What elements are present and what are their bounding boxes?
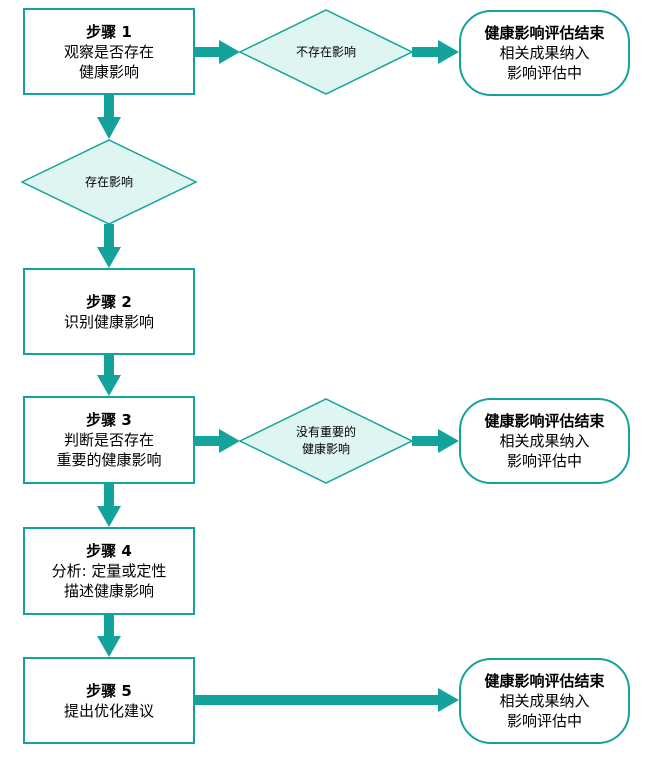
step-5-title: 步骤 5	[86, 681, 132, 700]
arrow-step4-to-step5	[97, 615, 121, 657]
step-1-line-1: 观察是否存在	[63, 42, 154, 61]
decision-no-significant-line-1: 没有重要的	[295, 425, 356, 439]
step-4-title: 步骤 4	[86, 542, 132, 560]
decision-no-significant-label: 没有重要的 健康影响	[256, 419, 396, 463]
step-3-title: 步骤 3	[86, 411, 132, 429]
decision-no-impact-label: 不存在影响	[256, 32, 396, 72]
end-box-3: 健康影响评估结束 相关成果纳入 影响评估中	[459, 658, 630, 744]
decision-diamond-has-impact	[20, 139, 198, 225]
step-4-line-1: 分析: 定量或定性	[51, 562, 167, 580]
step-3-box: 步骤 3 判断是否存在 重要的健康影响	[23, 396, 195, 484]
decision-has-impact-label: 存在影响	[39, 162, 179, 202]
end-3-line-1: 相关成果纳入	[499, 692, 590, 710]
decision-no-impact-line-1: 不存在影响	[295, 44, 356, 59]
end-1-line-2: 影响评估中	[506, 64, 582, 82]
step-4-line-2: 描述健康影响	[63, 582, 154, 600]
arrow-step1-to-has-impact	[97, 95, 121, 139]
step-5-box: 步骤 5 提出优化建议	[23, 657, 195, 744]
step-4-box: 步骤 4 分析: 定量或定性 描述健康影响	[23, 527, 195, 615]
end-2-line-1: 相关成果纳入	[499, 432, 590, 450]
decision-has-impact-line-1: 存在影响	[84, 174, 133, 189]
end-3-line-2: 影响评估中	[506, 712, 582, 730]
arrow-no-significant-to-end2	[412, 429, 459, 453]
arrow-step2-to-step3	[97, 355, 121, 396]
arrow-step5-to-end3	[195, 688, 459, 712]
arrow-step3-to-step4	[97, 484, 121, 527]
step-1-box: 步骤 1 观察是否存在 健康影响	[23, 8, 195, 95]
decision-no-significant-line-2: 健康影响	[301, 442, 350, 456]
step-2-line-1: 识别健康影响	[63, 312, 154, 331]
step-2-box: 步骤 2 识别健康影响	[23, 268, 195, 355]
end-3-title: 健康影响评估结束	[484, 672, 605, 690]
end-box-2: 健康影响评估结束 相关成果纳入 影响评估中	[459, 398, 630, 484]
end-box-1: 健康影响评估结束 相关成果纳入 影响评估中	[459, 10, 630, 96]
end-2-title: 健康影响评估结束	[484, 412, 605, 430]
arrow-step3-to-no-significant	[195, 429, 240, 453]
step-2-title: 步骤 2	[86, 292, 132, 311]
step-1-title: 步骤 1	[86, 22, 132, 41]
step-3-line-2: 重要的健康影响	[56, 451, 162, 469]
end-2-line-2: 影响评估中	[506, 452, 582, 470]
arrow-no-impact-to-end1	[412, 40, 459, 64]
end-1-title: 健康影响评估结束	[484, 24, 605, 42]
arrow-step1-to-no-impact	[195, 40, 240, 64]
end-1-line-1: 相关成果纳入	[499, 44, 590, 62]
step-3-line-1: 判断是否存在	[63, 431, 154, 449]
arrow-has-impact-to-step2	[97, 224, 121, 268]
step-1-line-2: 健康影响	[78, 62, 139, 81]
step-5-line-1: 提出优化建议	[63, 701, 154, 720]
